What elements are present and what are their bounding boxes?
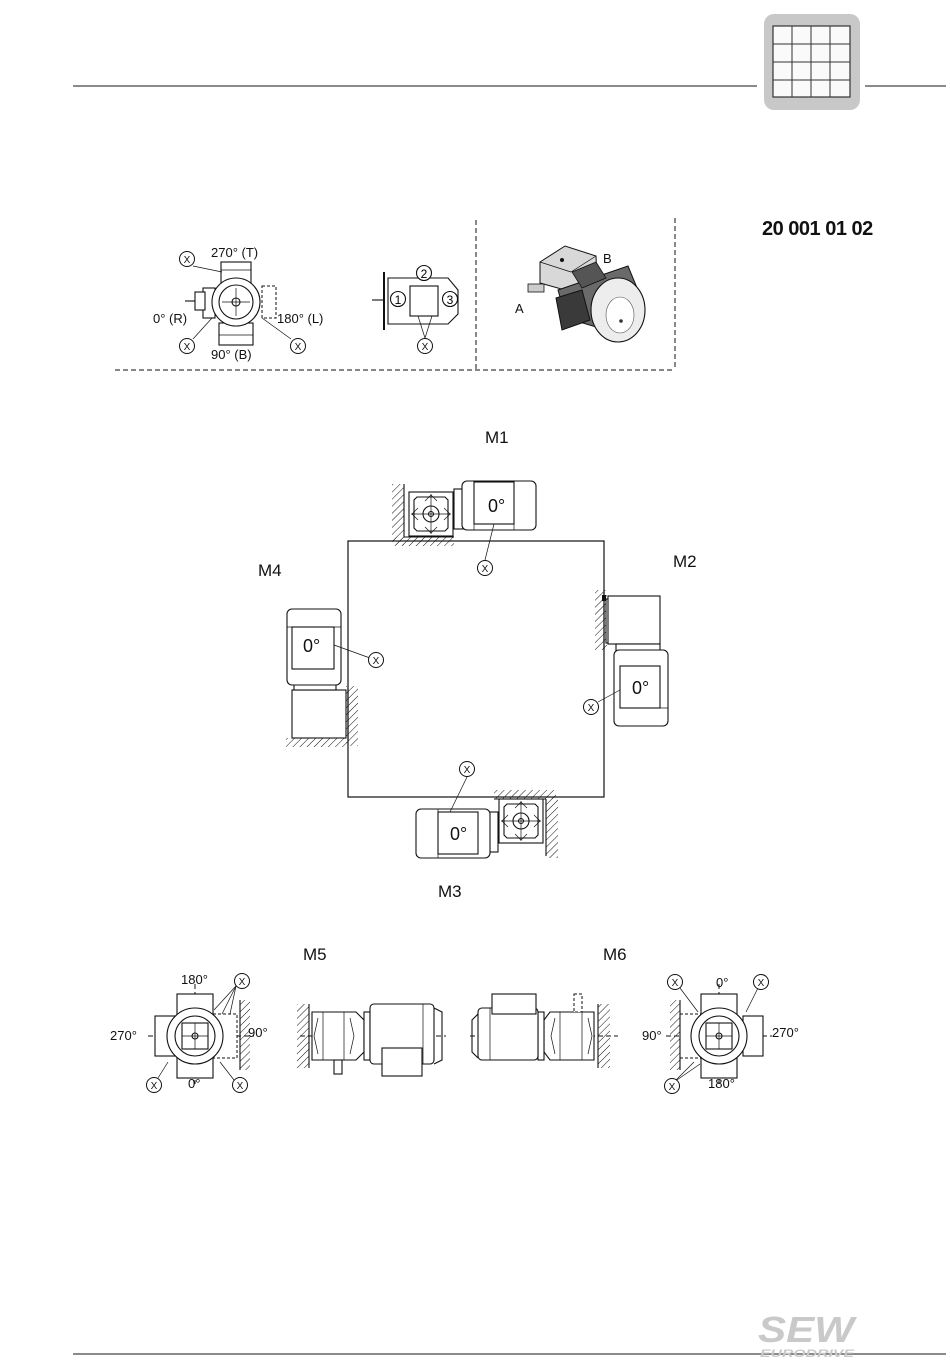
m5-angle-bottom: 0° <box>188 1076 200 1091</box>
side-b-label: B <box>603 251 612 266</box>
m1-motor-angle-label: 0° <box>488 496 505 516</box>
m6-angle-top: 0° <box>716 975 728 990</box>
marker-x-icon <box>180 339 195 354</box>
svg-text:3: 3 <box>447 293 454 307</box>
marker-x-icon <box>418 339 433 354</box>
m2-label: M2 <box>673 552 697 571</box>
svg-text:2: 2 <box>421 267 428 281</box>
marker-x-icon <box>291 339 306 354</box>
marker-x-icon <box>180 252 195 267</box>
side-a-label: A <box>515 301 524 316</box>
terminal-box-position-diagram <box>180 252 306 354</box>
angle-top-label: 270° (T) <box>211 245 258 260</box>
m5-angle-right: 90° <box>248 1025 268 1040</box>
gearmotor-3d-illustration <box>528 246 645 342</box>
m4-gearmotor-diagram <box>286 609 384 747</box>
angle-left-label: 0° (R) <box>153 311 187 326</box>
m2-motor-angle-label: 0° <box>632 678 649 698</box>
m6-angle-left: 90° <box>642 1028 662 1043</box>
m4-label: M4 <box>258 561 282 580</box>
m3-gearmotor-diagram <box>416 762 558 859</box>
marker-x-icon <box>478 561 493 576</box>
sew-eurodrive-logo: SEW EURODRIVE <box>758 1309 858 1360</box>
m1-label: M1 <box>485 428 509 447</box>
angle-right-label: 180° (L) <box>277 311 323 326</box>
m3-motor-angle-label: 0° <box>450 824 467 844</box>
marker-x-icon <box>754 975 769 990</box>
m1-gearmotor-diagram <box>392 481 536 576</box>
m5-side-view-diagram <box>297 1004 446 1076</box>
m6-label: M6 <box>603 945 627 964</box>
marker-x-icon <box>235 974 250 989</box>
svg-text:EURODRIVE: EURODRIVE <box>760 1348 855 1360</box>
svg-text:SEW: SEW <box>758 1309 858 1350</box>
m2-gearmotor-diagram <box>584 590 669 726</box>
marker-x-icon <box>584 700 599 715</box>
angle-bottom-label: 90° (B) <box>211 347 252 362</box>
m5-front-view-diagram <box>147 974 255 1093</box>
m5-angle-left: 270° <box>110 1028 137 1043</box>
marker-x-icon <box>460 762 475 777</box>
cable-entry-diagram: 2 1 3 <box>372 266 458 354</box>
m6-angle-right: 270° <box>772 1025 799 1040</box>
marker-x-icon <box>665 1079 680 1094</box>
m3-label: M3 <box>438 882 462 901</box>
m4-motor-angle-label: 0° <box>303 636 320 656</box>
marker-x-icon <box>233 1078 248 1093</box>
m6-angle-bottom: 180° <box>708 1076 735 1091</box>
document-code: 20 001 01 02 <box>762 218 873 241</box>
mounting-reference-square <box>348 541 604 797</box>
grid-icon <box>764 14 860 110</box>
marker-x-icon <box>369 653 384 668</box>
m5-angle-top: 180° <box>181 972 208 987</box>
m5-label: M5 <box>303 945 327 964</box>
svg-text:1: 1 <box>395 293 402 307</box>
marker-x-icon <box>668 975 683 990</box>
marker-x-icon <box>147 1078 162 1093</box>
m6-side-view-diagram <box>470 994 618 1068</box>
